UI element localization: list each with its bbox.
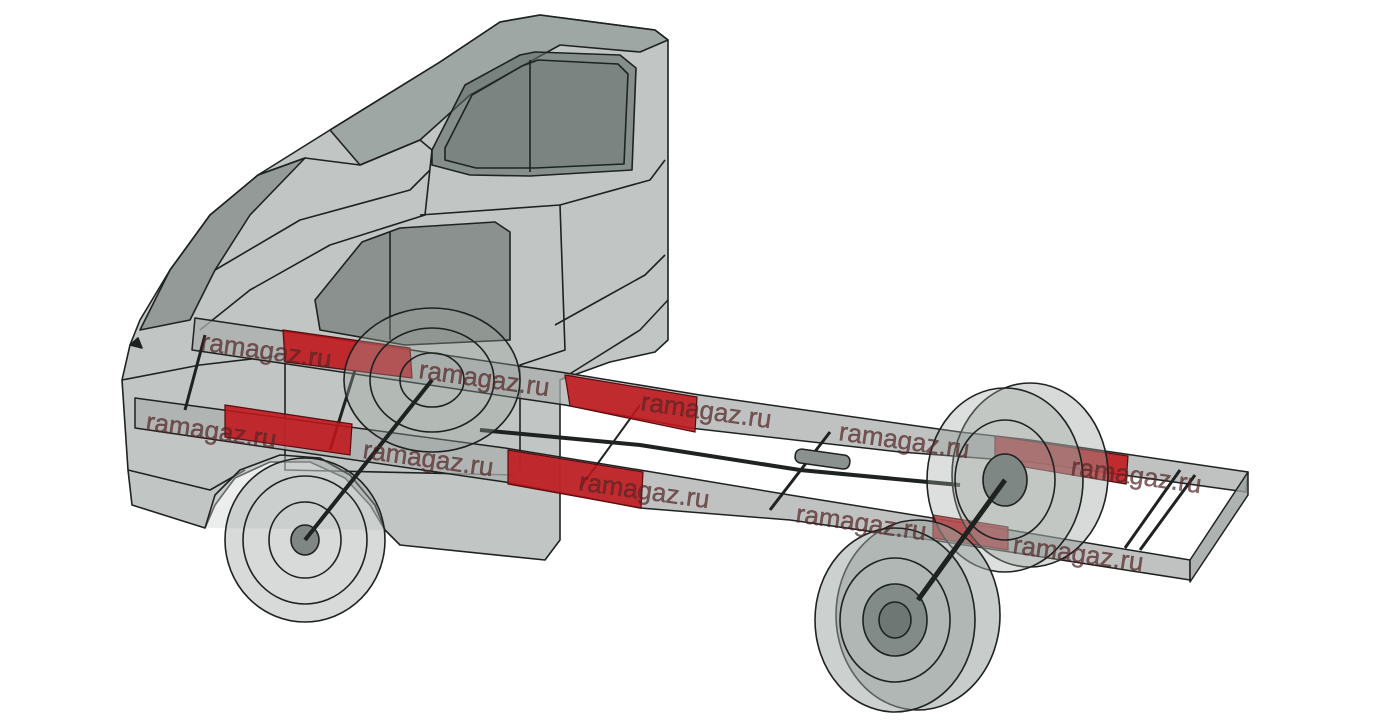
rear-near-wheel (814, 519, 1001, 713)
reinforcement-plate (282, 329, 413, 379)
wheels (224, 307, 1109, 713)
reinforcement-plate (507, 449, 644, 509)
reinforcement-plate (224, 404, 353, 456)
reinforcement-plates (224, 329, 1129, 551)
reinforcement-plate (564, 374, 698, 433)
reinforcement-plate (994, 435, 1129, 485)
